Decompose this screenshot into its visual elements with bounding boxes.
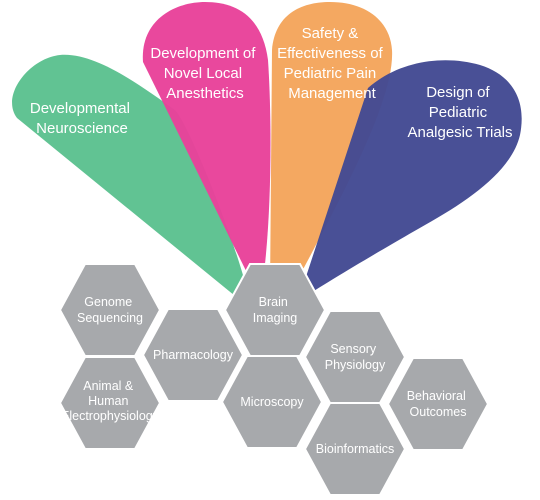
hex-pharmacology xyxy=(141,308,245,402)
petal-label-pediatric-analgesic-trials: Design of Pediatric Analgesic Trials xyxy=(407,84,512,141)
hex-genome-sequencing xyxy=(58,263,162,357)
petal-novel-local-anesthetics xyxy=(142,2,271,288)
petal-label-developmental-neuroscience: Developmental Neuroscience xyxy=(30,100,134,137)
hexagon-labels: Genome Sequencing Pharmacology Brain Ima… xyxy=(61,295,470,456)
hex-bioinformatics xyxy=(303,402,407,496)
hex-label-animal-human-electrophysiology: Animal & Human Electrophysiology xyxy=(61,379,160,423)
hex-label-sensory-physiology: Sensory Physiology xyxy=(325,342,386,372)
hex-animal-human-electrophysiology xyxy=(58,356,162,450)
petal-label-pediatric-pain-management: Safety & Effectiveness of Pediatric Pain… xyxy=(277,25,387,102)
hexagons-group xyxy=(58,263,490,496)
petals-group xyxy=(12,2,522,305)
petal-pediatric-analgesic-trials xyxy=(300,60,522,300)
hex-label-bioinformatics: Bioinformatics xyxy=(316,442,395,456)
petal-label-novel-local-anesthetics: Development of Novel Local Anesthetics xyxy=(150,45,259,102)
hex-microscopy xyxy=(220,355,324,449)
hex-sensory-physiology xyxy=(303,310,407,404)
hex-label-brain-imaging: Brain Imaging xyxy=(253,295,298,325)
petal-labels: Developmental Neuroscience Development o… xyxy=(30,25,513,141)
hex-behavioral-outcomes xyxy=(386,357,490,451)
hex-label-genome-sequencing: Genome Sequencing xyxy=(77,295,143,325)
petal-pediatric-pain-management xyxy=(270,2,393,292)
hex-label-microscopy: Microscopy xyxy=(240,395,304,409)
petal-developmental-neuroscience xyxy=(12,54,250,305)
hex-label-behavioral-outcomes: Behavioral Outcomes xyxy=(407,389,470,419)
hex-label-pharmacology: Pharmacology xyxy=(153,348,234,362)
